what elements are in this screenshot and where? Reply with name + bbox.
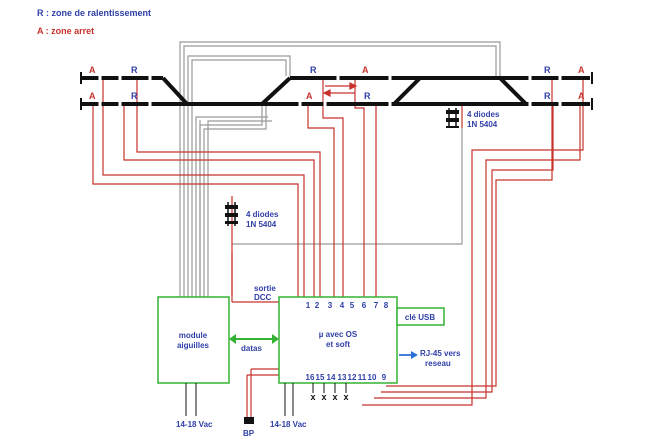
module-subtitle: aiguilles: [177, 341, 210, 350]
unused-pin-mark: x: [343, 392, 348, 402]
zone-r-marker: R: [131, 91, 138, 101]
controller-pin-top: 3: [328, 301, 333, 310]
zone-a-marker: A: [89, 91, 96, 101]
unused-pin-leads: [312, 383, 347, 393]
controller-pin-top: 8: [384, 301, 389, 310]
controller-title: µ avec OS: [319, 330, 358, 339]
data-link-label: datas: [241, 344, 262, 353]
zone-wires: [92, 78, 584, 417]
zone-r-marker: R: [544, 65, 551, 75]
controller-pin-top: 1: [306, 301, 311, 310]
direction-arrows: [322, 82, 358, 97]
legend-stop-zone: A : zone arret: [37, 26, 95, 36]
data-link: datas: [229, 334, 279, 353]
turnout-module-box: module aiguilles: [157, 296, 230, 384]
controller-pin-bottom: 14: [327, 373, 336, 382]
controller-pin-top: 4: [340, 301, 345, 310]
controller-pin-bottom: 16: [306, 373, 315, 382]
dcc-output-sub: DCC: [254, 293, 272, 302]
controller-pin-top: 6: [362, 301, 367, 310]
turnout-wires: [179, 41, 501, 297]
unused-pin-mark: x: [332, 392, 337, 402]
zone-a-marker: A: [578, 65, 585, 75]
controller-pin-bottom: 11: [358, 373, 367, 382]
unused-pin-mark: x: [310, 392, 315, 402]
rail-gaps: [98, 72, 562, 110]
track-rails: [82, 76, 590, 106]
controller-pin-bottom: 9: [382, 373, 387, 382]
power-label-controller: 14-18 Vac: [270, 420, 307, 429]
zone-a-marker: A: [306, 91, 313, 101]
zone-a-marker: A: [89, 65, 96, 75]
push-button: BP: [243, 417, 255, 438]
legend-slowdown-zone: R : zone de ralentissement: [37, 8, 152, 18]
dcc-output-label: sortie: [254, 284, 276, 293]
zone-a-marker: A: [362, 65, 369, 75]
controller-pin-top: 5: [350, 301, 355, 310]
power-label-module: 14-18 Vac: [176, 420, 213, 429]
zone-r-marker: R: [364, 91, 371, 101]
zone-markers: A R A R R A A R R A R A: [89, 65, 585, 101]
network-link: RJ-45 vers reseau: [399, 349, 461, 368]
diodes-middle-part: 1N 5404: [246, 220, 277, 229]
usb-key-box: clé USB: [396, 307, 445, 326]
unused-pin-mark: x: [321, 392, 326, 402]
zone-r-marker: R: [544, 91, 551, 101]
power-leads: [185, 383, 294, 416]
controller-pin-bottom: 10: [368, 373, 377, 382]
module-title: module: [179, 331, 208, 340]
controller-subtitle: et soft: [326, 340, 350, 349]
usb-key-label: clé USB: [405, 313, 435, 322]
diodes-top-label: 4 diodes: [467, 110, 500, 119]
controller-pin-top: 7: [374, 301, 379, 310]
diode-bridge-top: 4 diodes 1N 5404: [446, 108, 500, 129]
network-sub: reseau: [425, 359, 451, 368]
controller-pin-top: 2: [315, 301, 320, 310]
diodes-top-part: 1N 5404: [467, 120, 498, 129]
track-buffers: [80, 72, 593, 110]
diodes-middle-label: 4 diodes: [246, 210, 279, 219]
zone-r-marker: R: [131, 65, 138, 75]
controller-pin-bottom: 12: [348, 373, 357, 382]
zone-r-marker: R: [310, 65, 317, 75]
controller-pin-bottom: 13: [338, 373, 347, 382]
push-button-label: BP: [243, 429, 255, 438]
zone-a-marker: A: [578, 91, 585, 101]
controller-pin-bottom: 15: [316, 373, 325, 382]
network-label: RJ-45 vers: [420, 349, 461, 358]
diode-bridge-middle: 4 diodes 1N 5404: [225, 202, 279, 229]
